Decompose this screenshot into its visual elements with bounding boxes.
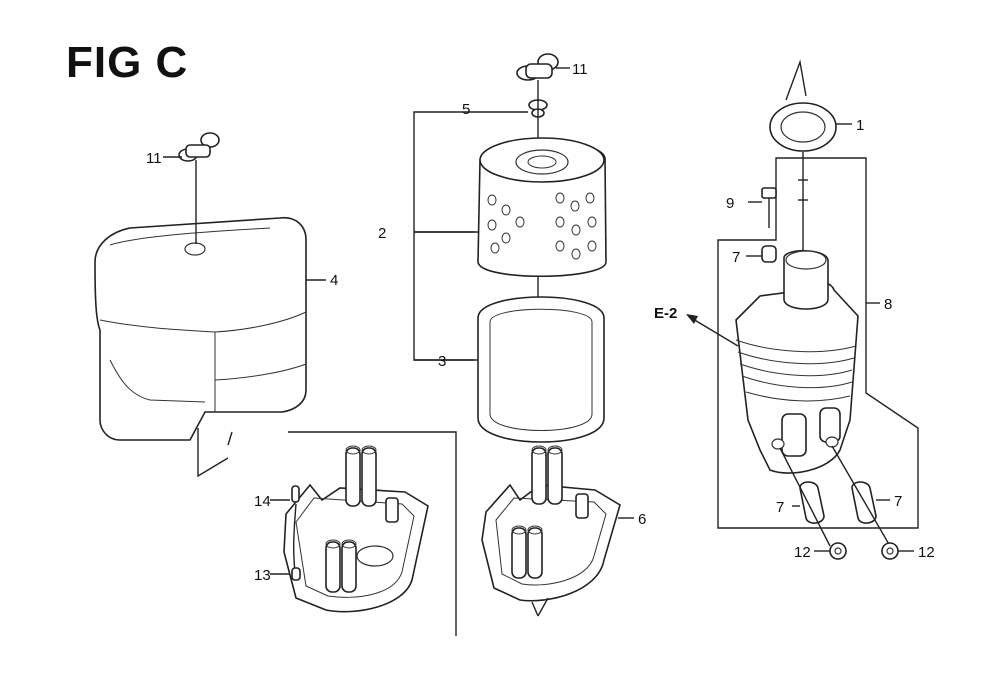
stud-left — [779, 447, 831, 547]
figure-title: FIG C — [66, 38, 189, 87]
callout-1: 1 — [856, 117, 864, 134]
callout-8: 7 — [732, 249, 740, 266]
nut-right — [881, 542, 914, 560]
callout-9: 8 — [884, 296, 892, 313]
outer-filter-element — [414, 137, 607, 278]
collar — [746, 245, 777, 263]
wing-nut-top — [516, 53, 570, 81]
bolt — [748, 187, 777, 228]
stud-right — [831, 445, 891, 547]
callout-11-top: 11 — [572, 61, 588, 78]
reference-arrow — [686, 314, 739, 347]
reference-label: E-2 — [654, 305, 677, 322]
callout-12-right: 12 — [918, 544, 935, 561]
wing-nut-cover — [178, 132, 220, 244]
callout-3: 3 — [438, 353, 446, 370]
callout-13: 13 — [254, 567, 271, 584]
callout-14: 14 — [254, 493, 271, 510]
callout-6: 6 — [638, 511, 646, 528]
callout-7-left: 7 — [776, 499, 784, 516]
nut-left — [814, 542, 847, 560]
grommet-washer — [474, 99, 548, 118]
drain-tube — [270, 485, 301, 581]
air-cleaner-cover — [94, 216, 307, 441]
callout-2: 2 — [378, 225, 386, 242]
air-cleaner-base-detail — [283, 445, 429, 613]
inner-foam-element — [414, 296, 605, 443]
callout-10: 9 — [726, 195, 734, 212]
callout-4: 4 — [330, 272, 338, 289]
elbow-housing — [735, 249, 859, 474]
air-cleaner-base — [481, 445, 634, 617]
callout-11-left: 11 — [146, 150, 162, 167]
seal-ring — [769, 102, 852, 152]
callout-7-right: 7 — [894, 493, 902, 510]
callout-12-left: 12 — [794, 544, 811, 561]
callout-5: 5 — [462, 101, 470, 118]
